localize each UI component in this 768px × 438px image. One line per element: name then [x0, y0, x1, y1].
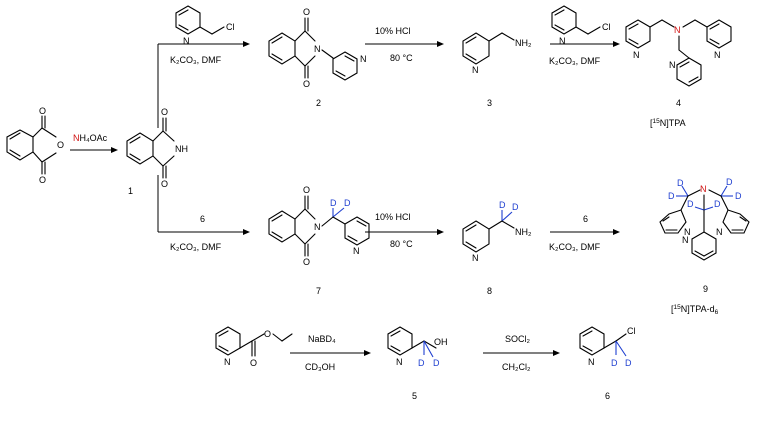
- svg-text:N: N: [716, 227, 723, 237]
- svg-text:D: D: [687, 199, 694, 209]
- svg-text:N: N: [314, 44, 321, 54]
- svg-text:O: O: [57, 140, 64, 150]
- reagent-base-1: K₂CO₃, DMF: [170, 55, 222, 65]
- reagent-base-2: K₂CO₃, DMF: [549, 56, 601, 66]
- compound-2-number: 2: [316, 98, 321, 108]
- reagent-ch2cl2: CH₂Cl₂: [502, 362, 531, 372]
- reagent-6-label-2: 6: [583, 214, 588, 224]
- svg-text:O: O: [161, 179, 168, 189]
- svg-text:D: D: [344, 198, 351, 208]
- svg-text:D: D: [625, 358, 632, 368]
- svg-text:N: N: [472, 65, 479, 75]
- reagent-socl2: SOCl₂: [505, 334, 531, 344]
- compound-7-number: 7: [316, 286, 321, 296]
- compound-6-number: 6: [605, 391, 610, 401]
- compound-8-structure: N D D NH₂: [462, 200, 532, 263]
- svg-text:NH: NH: [175, 144, 188, 154]
- compound-9-number: 9: [703, 284, 708, 294]
- svg-text:O: O: [303, 7, 310, 17]
- svg-text:N: N: [314, 222, 321, 232]
- reagent-base-3: K₂CO₃, DMF: [170, 242, 222, 252]
- svg-text:N: N: [588, 357, 595, 367]
- svg-text:O: O: [161, 107, 168, 117]
- svg-text:NH₂: NH₂: [515, 38, 532, 48]
- svg-text:D: D: [714, 199, 721, 209]
- compound-4-name: [15N]TPA: [650, 118, 686, 128]
- compound-6-structure: N Cl D D: [579, 326, 636, 368]
- compound-1-number: 1: [128, 186, 133, 196]
- svg-text:Cl: Cl: [627, 326, 636, 336]
- svg-text:D: D: [735, 191, 742, 201]
- svg-text:O: O: [303, 79, 310, 89]
- svg-text:OH: OH: [434, 337, 448, 347]
- svg-text:D: D: [330, 198, 337, 208]
- svg-text:D: D: [677, 178, 684, 188]
- svg-text:N: N: [353, 246, 360, 256]
- svg-text:NH₄OAc: NH₄OAc: [73, 133, 108, 143]
- svg-text:N: N: [714, 50, 721, 60]
- compound-9-name: [15N]TPA-d6: [671, 304, 719, 316]
- reagent-cd3oh: CD₃OH: [305, 362, 335, 372]
- svg-text:O: O: [39, 175, 46, 185]
- svg-text:N: N: [682, 235, 689, 245]
- reagent-labels: NH₄OAc K₂CO₃, DMF 10% HCl 80 °C K₂CO₃, D…: [73, 26, 601, 372]
- svg-text:N: N: [224, 357, 231, 367]
- svg-text:N: N: [396, 357, 403, 367]
- svg-text:N: N: [559, 36, 566, 46]
- svg-text:N: N: [360, 54, 367, 64]
- ethyl-picolinate-structure: N O O: [215, 326, 293, 368]
- svg-text:N: N: [674, 25, 681, 35]
- reagent-temp-2: 80 °C: [390, 239, 413, 249]
- compound-7-structure: O N O D D N: [268, 185, 370, 267]
- nh4oac-label: H₄OAc: [80, 133, 108, 143]
- svg-text:O: O: [303, 185, 310, 195]
- compound-1-structure: O NH O: [126, 107, 188, 189]
- compound-2-structure: O N O N: [268, 7, 367, 89]
- reagent-base-4: K₂CO₃, DMF: [549, 242, 601, 252]
- svg-text:NH₂: NH₂: [515, 227, 532, 237]
- reagent-6-label-1: 6: [200, 214, 205, 224]
- compound-9-structure: N D D D D D D N N N: [659, 177, 750, 261]
- picolyl-chloride-reagent-1: N Cl: [175, 5, 235, 46]
- svg-text:Cl: Cl: [226, 22, 235, 32]
- phthalic-anhydride: O O O: [6, 106, 64, 185]
- svg-text:D: D: [499, 200, 506, 210]
- svg-text:D: D: [726, 177, 733, 187]
- reagent-nabd4: NaBD₄: [308, 334, 336, 344]
- svg-text:N: N: [669, 60, 676, 70]
- svg-text:N: N: [472, 253, 479, 263]
- svg-text:D: D: [668, 191, 675, 201]
- svg-text:N: N: [633, 50, 640, 60]
- compound-4-structure: N N N N: [625, 19, 732, 87]
- svg-text:D: D: [611, 358, 618, 368]
- picolyl-chloride-reagent-2: N Cl: [551, 5, 611, 46]
- compound-3-number: 3: [487, 98, 492, 108]
- compound-numbers: 1 2 3 4 [15N]TPA 7 8 9 [15N]TPA-d6 5 6: [128, 98, 719, 401]
- compound-5-structure: N OH D D: [387, 326, 448, 368]
- reagent-acid-1: 10% HCl: [375, 26, 411, 36]
- svg-text:N: N: [183, 36, 190, 46]
- svg-text:D: D: [512, 202, 519, 212]
- isotope-n-label: N: [73, 133, 80, 143]
- svg-text:D: D: [433, 358, 440, 368]
- svg-text:N: N: [700, 184, 707, 194]
- compound-4-number: 4: [676, 98, 681, 108]
- svg-text:O: O: [250, 358, 257, 368]
- svg-text:O: O: [264, 329, 271, 339]
- compound-5-number: 5: [412, 391, 417, 401]
- svg-text:Cl: Cl: [602, 22, 611, 32]
- compound-3-structure: N NH₂: [462, 32, 532, 75]
- compound-8-number: 8: [487, 286, 492, 296]
- svg-text:N: N: [684, 227, 691, 237]
- reaction-arrows: [70, 41, 620, 356]
- reagent-temp-1: 80 °C: [390, 53, 413, 63]
- svg-text:D: D: [418, 358, 425, 368]
- reagent-acid-2: 10% HCl: [375, 212, 411, 222]
- svg-text:O: O: [39, 106, 46, 116]
- svg-text:O: O: [303, 257, 310, 267]
